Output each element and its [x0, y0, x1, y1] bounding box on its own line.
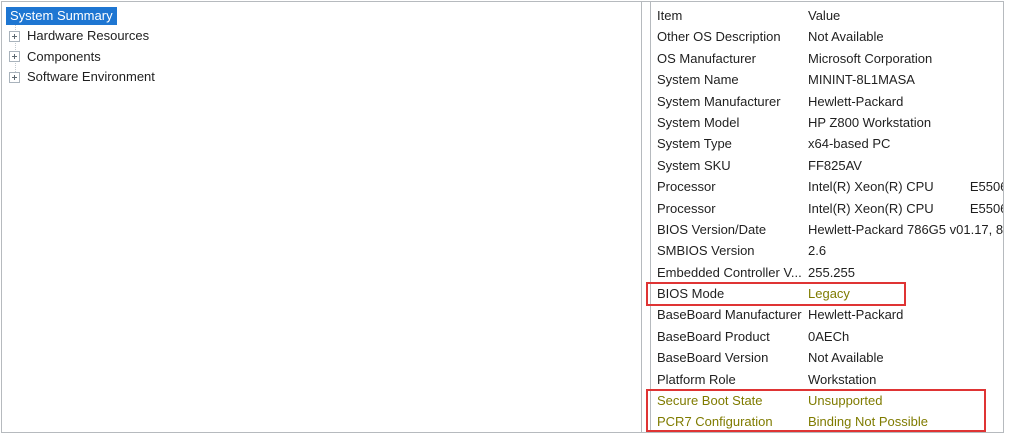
item-cell: BaseBoard Version: [657, 350, 769, 366]
item-cell: System Manufacturer: [657, 93, 781, 109]
value-cell: FF825AV: [808, 157, 862, 173]
list-row[interactable]: Processor Intel(R) Xeon(R) CPU E5506: [657, 176, 1003, 197]
value-cell: MININT-8L1MASA: [808, 72, 915, 88]
item-cell: BaseBoard Product: [657, 328, 770, 344]
list-row[interactable]: Platform Role Workstation: [657, 369, 1003, 390]
tree-item[interactable]: Software Environment: [2, 67, 641, 88]
item-cell: System SKU: [657, 157, 731, 173]
value-cell: Intel(R) Xeon(R) CPU E5506: [808, 179, 1003, 195]
tree-item[interactable]: System Summary: [2, 5, 641, 26]
item-cell: Processor: [657, 200, 716, 216]
tree-item[interactable]: Hardware Resources: [2, 26, 641, 47]
item-cell: Embedded Controller V...: [657, 264, 802, 280]
value-cell: Not Available: [808, 29, 884, 45]
value-cell: 2.6: [808, 243, 827, 259]
tree-item-label: Hardware Resources: [27, 28, 150, 44]
list-row[interactable]: BaseBoard Version Not Available: [657, 347, 1003, 368]
tree-item-label: System Summary: [6, 6, 117, 25]
list-row[interactable]: PCR7 Configuration Binding Not Possible: [657, 411, 1003, 432]
value-cell: 0AECh: [808, 328, 850, 344]
tree-item-label: Components: [27, 48, 101, 64]
value-cell: Legacy: [808, 286, 850, 302]
value-cell: Intel(R) Xeon(R) CPU E5506: [808, 200, 1003, 216]
list-header-row: Item Value: [657, 5, 1003, 26]
item-cell: BaseBoard Manufacturer: [657, 307, 802, 323]
item-cell: PCR7 Configuration: [657, 414, 773, 430]
value-cell: Unsupported: [808, 393, 883, 409]
item-cell: BIOS Mode: [657, 286, 725, 302]
value-cell: Binding Not Possible: [808, 414, 928, 430]
list-row[interactable]: BIOS Version/Date Hewlett-Packard 786G5 v…: [657, 219, 1003, 240]
item-cell: Other OS Description: [657, 29, 781, 45]
value-cell: Workstation: [808, 371, 877, 387]
expand-plus-icon[interactable]: [9, 51, 20, 63]
list-row[interactable]: System Name MININT-8L1MASA: [657, 69, 1003, 90]
item-cell: System Name: [657, 72, 739, 88]
item-cell: OS Manufacturer: [657, 50, 756, 66]
expand-plus-icon[interactable]: [9, 30, 20, 42]
list-row[interactable]: BaseBoard Product 0AECh: [657, 326, 1003, 347]
value-cell: Hewlett-Packard: [808, 307, 904, 323]
list-row[interactable]: System Model HP Z800 Workstation: [657, 112, 1003, 133]
item-cell: System Model: [657, 114, 740, 130]
value-cell: HP Z800 Workstation: [808, 114, 932, 130]
tree-item[interactable]: Components: [2, 47, 641, 68]
item-cell: Platform Role: [657, 371, 736, 387]
list-row[interactable]: System SKU FF825AV: [657, 155, 1003, 176]
value-column-header[interactable]: Value: [808, 8, 841, 23]
item-cell: BIOS Version/Date: [657, 221, 767, 237]
item-cell: SMBIOS Version: [657, 243, 755, 259]
tree-guide-line: [15, 24, 16, 76]
list-row[interactable]: Secure Boot State Unsupported: [657, 390, 1003, 411]
item-cell: System Type: [657, 136, 732, 152]
expand-plus-icon[interactable]: [9, 71, 20, 83]
list-row[interactable]: Other OS Description Not Available: [657, 26, 1003, 47]
list-row[interactable]: Processor Intel(R) Xeon(R) CPU E5506: [657, 198, 1003, 219]
list-row[interactable]: SMBIOS Version 2.6: [657, 240, 1003, 261]
list-row[interactable]: BIOS Mode Legacy: [657, 283, 1003, 304]
list-row[interactable]: OS Manufacturer Microsoft Corporation: [657, 48, 1003, 69]
value-cell: x64-based PC: [808, 136, 891, 152]
list-row[interactable]: System Manufacturer Hewlett-Packard: [657, 91, 1003, 112]
list-row[interactable]: Embedded Controller V... 255.255: [657, 262, 1003, 283]
list-row[interactable]: BaseBoard Manufacturer Hewlett-Packard: [657, 304, 1003, 325]
item-column-header[interactable]: Item: [657, 8, 683, 23]
tree-item-label: Software Environment: [27, 69, 155, 85]
value-cell: Microsoft Corporation: [808, 50, 933, 66]
item-cell: Secure Boot State: [657, 393, 763, 409]
list-row[interactable]: System Type x64-based PC: [657, 133, 1003, 154]
value-cell: 255.255: [808, 264, 855, 280]
item-cell: Processor: [657, 179, 716, 195]
value-cell: Hewlett-Packard: [808, 93, 904, 109]
value-cell: Not Available: [808, 350, 884, 366]
value-cell: Hewlett-Packard 786G5 v01.17, 8/: [808, 221, 1003, 237]
